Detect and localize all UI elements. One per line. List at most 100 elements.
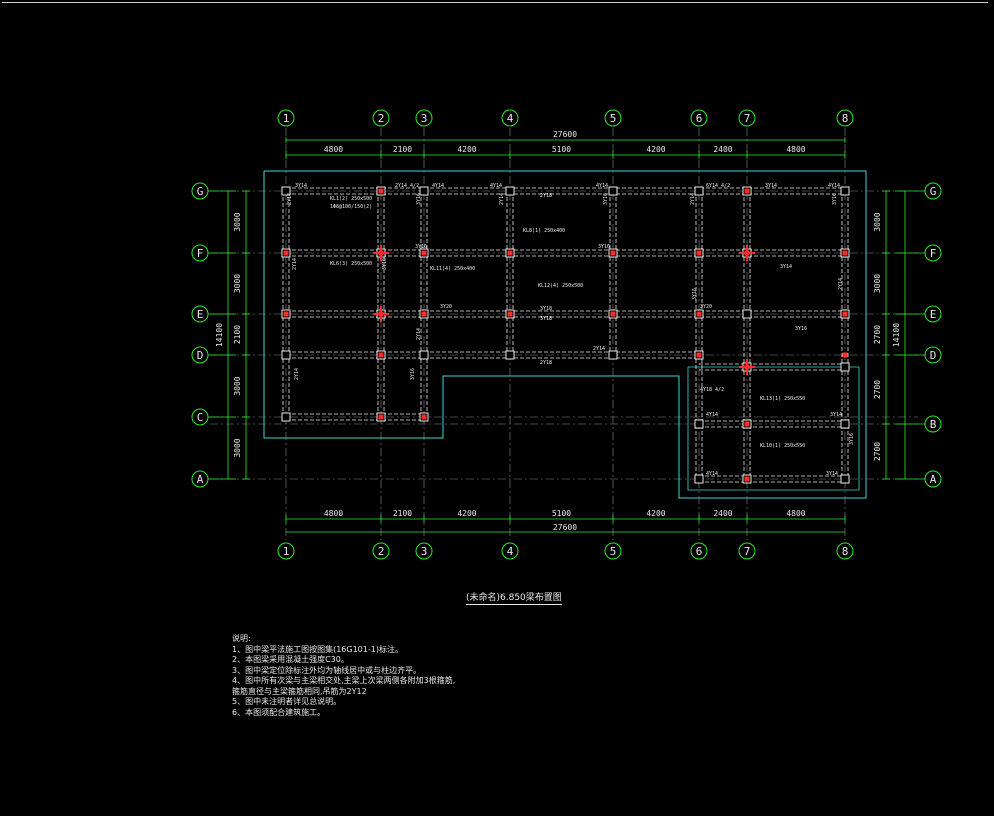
rebar-marker: [842, 250, 848, 256]
rebar-marker: [507, 311, 513, 317]
axis-bubble: [836, 542, 854, 560]
note-item: 4、图中所有次梁与主梁相交处,主梁上次梁两侧各附加3根箍筋,: [232, 676, 456, 685]
dimension-text: 2700: [873, 442, 882, 461]
column: [419, 186, 429, 196]
column: [281, 412, 291, 422]
beam-annotation: 4Y14: [432, 183, 444, 189]
dimension-text: 5100: [552, 145, 571, 154]
rebar-marker: [421, 311, 427, 317]
axis-bubble: [604, 109, 622, 127]
beam-annotation: 3Y14: [765, 183, 777, 189]
rebar-marker: [378, 352, 384, 358]
beam-annotation: KL12(4) 250x500: [538, 283, 583, 289]
rebar-marker: [421, 414, 427, 420]
dimension-text: 2100: [393, 145, 412, 154]
axis-bubble: [415, 109, 433, 127]
rebar-marker: [378, 414, 384, 420]
column: [608, 350, 618, 360]
beam-annotation-vertical: 2Y14: [294, 368, 300, 380]
dimension-text: 5100: [552, 509, 571, 518]
dimension-text: 2400: [713, 509, 732, 518]
column: [840, 474, 850, 484]
axis-label: F: [930, 247, 937, 260]
beam-annotation: KL11(4) 250x400: [430, 266, 475, 272]
beam-annotation: 3Y14: [826, 471, 838, 477]
axis-label: D: [197, 349, 204, 362]
beam-annotation: KL13(1) 250x550: [760, 396, 805, 402]
axis-label: 5: [610, 545, 617, 558]
beam-annotation-vertical: 3Y16: [603, 193, 609, 205]
axis-label: F: [197, 247, 204, 260]
beam-annotation-vertical: 3Y16: [692, 288, 698, 300]
rebar-marker: [744, 421, 750, 427]
rebar-marker: [421, 250, 427, 256]
beam-annotation: 3Y16: [415, 244, 427, 250]
dimension-text: 2400: [713, 145, 732, 154]
beam-annotation: 3Y14: [830, 412, 842, 418]
rebar-marker: [842, 352, 848, 358]
rebar-marker: [696, 352, 702, 358]
dimension-text: 3000: [233, 376, 242, 395]
slab-outline: [263, 170, 867, 499]
dimension-text: 4800: [786, 509, 805, 518]
beam-annotation-vertical: 3Y16: [832, 193, 838, 205]
beam-annotation-vertical: 2Y14: [416, 328, 422, 340]
note-item: 3、图中梁定位除标注外均为轴线居中或与柱边齐平。: [232, 665, 422, 675]
axis-bubble: [738, 109, 756, 127]
rebar-marker: [744, 188, 750, 194]
total-dimension-text: 27600: [553, 523, 577, 532]
axis-label: 1: [283, 545, 290, 558]
column: [840, 362, 850, 372]
axis-label: 4: [507, 545, 514, 558]
rebar-marker: [842, 311, 848, 317]
axis-label: D: [930, 349, 937, 362]
axis-label: G: [197, 185, 204, 198]
beam-annotation-vertical: 3Y16: [849, 433, 855, 445]
rebar-marker: [696, 311, 702, 317]
column: [694, 186, 704, 196]
axis-label: 5: [610, 112, 617, 125]
notes-block: 说明: 1、图中梁平法施工图按图集(16G101-1)标注。 2、本图梁采用混凝…: [232, 634, 455, 718]
beam-annotation: 3Y20: [700, 304, 712, 310]
dimension-text: 3000: [233, 274, 242, 293]
note-item: 1、图中梁平法施工图按图集(16G101-1)标注。: [232, 644, 403, 654]
axis-label: 2: [378, 112, 385, 125]
note-item: 5、图中未注明者详见总说明。: [232, 697, 342, 706]
column: [419, 350, 429, 360]
beam-annotation: 3Y18: [540, 316, 552, 322]
beam-annotation: 4Y14: [828, 183, 840, 189]
dimension-text: 4800: [786, 145, 805, 154]
axis-label: 3: [421, 545, 428, 558]
axis-label: 7: [744, 112, 751, 125]
column: [505, 350, 515, 360]
beam-annotation: KL6(3) 250x500: [330, 261, 372, 267]
column: [281, 350, 291, 360]
beam-annotation: 4Y14: [706, 412, 718, 418]
axis-bubble: [372, 109, 390, 127]
axis-label: 6: [696, 112, 703, 125]
total-dimension-text: 14100: [892, 323, 901, 347]
beam-annotation-vertical: 2Y14: [838, 278, 844, 290]
beam-annotation: 4Y14: [596, 183, 608, 189]
beam-annotation: 3Y14: [295, 183, 307, 189]
axis-label: A: [930, 473, 937, 486]
column: [742, 309, 752, 319]
beam-annotation: 3Y20: [440, 304, 452, 310]
total-dimension-text: 14100: [215, 323, 224, 347]
axis-bubble: [690, 109, 708, 127]
axis-bubble: [604, 542, 622, 560]
total-dimension-text: 27600: [553, 130, 577, 139]
axis-bubble: [690, 542, 708, 560]
beam-annotation-vertical: 3Y16: [382, 258, 388, 270]
beam-annotation: 4Y14: [706, 471, 718, 477]
beam-annotation: 3Y16: [795, 326, 807, 332]
beam-annotation: 2Y14: [593, 346, 605, 352]
dimension-text: 3000: [233, 212, 242, 231]
dimension-text: 2700: [873, 325, 882, 344]
beam-annotation-vertical: 2Y14: [287, 193, 293, 205]
note-item: 6、本图须配合建筑施工。: [232, 707, 326, 717]
axis-label: A: [197, 473, 204, 486]
dimension-text: 2100: [233, 325, 242, 344]
